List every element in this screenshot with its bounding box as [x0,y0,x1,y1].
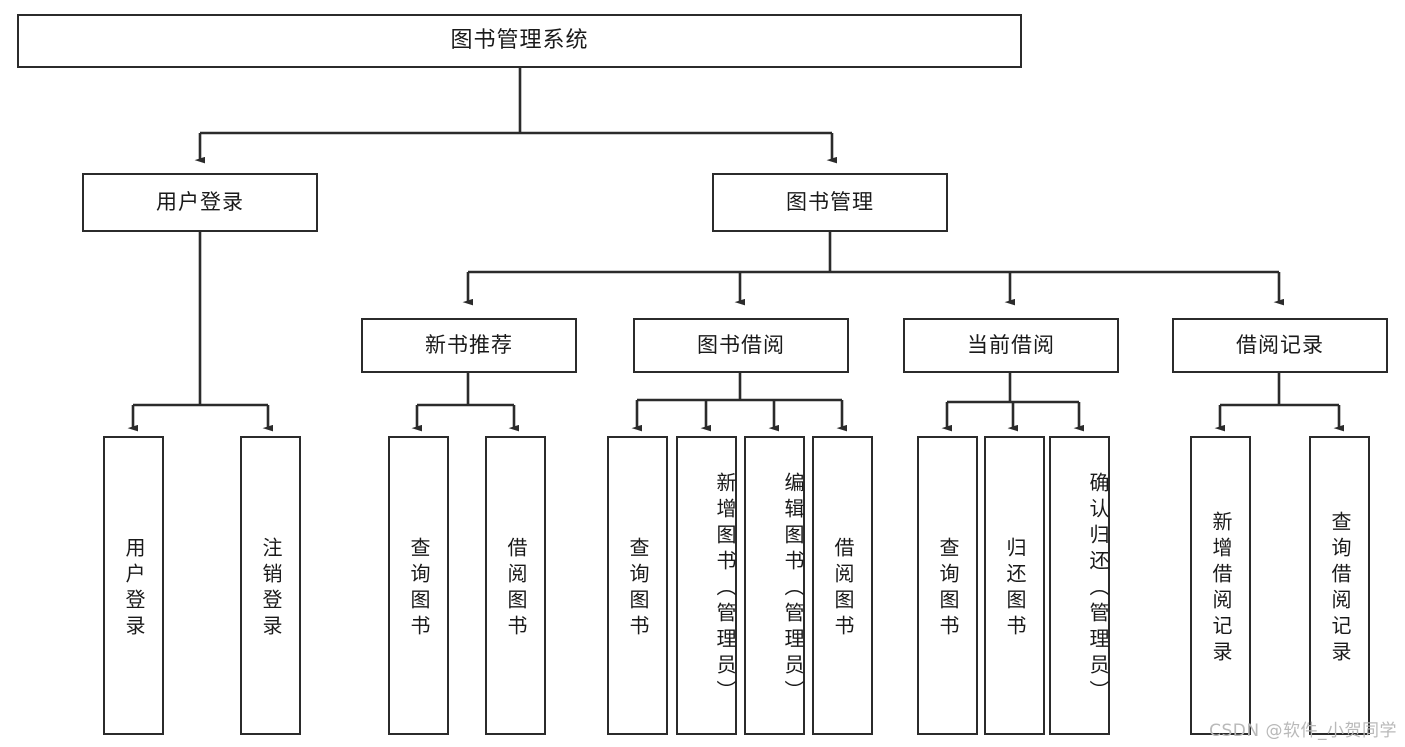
node-book-borrow-label: 图书借阅 [697,332,785,357]
node-root-label: 图书管理系统 [450,27,589,53]
leaf-user-login-logout-label: 注销登录 [259,536,283,641]
leaf-user-login-logout[interactable]: 注销登录 [240,436,301,735]
leaf-current-borrow-return[interactable]: 归还图书 [984,436,1045,735]
leaf-book-borrow-borrow-label: 借阅图书 [831,536,855,641]
leaf-current-borrow-query-label: 查询图书 [936,536,960,641]
node-current-borrow-label: 当前借阅 [967,332,1055,357]
leaf-user-login-login[interactable]: 用户登录 [103,436,164,735]
leaf-book-borrow-edit-label: 编辑图书（管理员） [781,471,805,706]
leaf-book-borrow-add[interactable]: 新增图书（管理员） [676,436,737,735]
leaf-book-borrow-edit[interactable]: 编辑图书（管理员） [744,436,805,735]
leaf-current-borrow-query[interactable]: 查询图书 [917,436,978,735]
node-user-login[interactable]: 用户登录 [82,173,318,232]
leaf-borrow-record-add-label: 新增借阅记录 [1209,510,1233,667]
leaf-borrow-record-query[interactable]: 查询借阅记录 [1309,436,1370,735]
node-new-book-recommend[interactable]: 新书推荐 [361,318,577,373]
node-borrow-record-label: 借阅记录 [1236,332,1324,357]
node-book-management[interactable]: 图书管理 [712,173,948,232]
leaf-borrow-record-add[interactable]: 新增借阅记录 [1190,436,1251,735]
node-book-management-label: 图书管理 [786,189,874,214]
leaf-book-borrow-query-label: 查询图书 [626,536,650,641]
leaf-borrow-record-query-label: 查询借阅记录 [1328,510,1352,667]
leaf-book-borrow-query[interactable]: 查询图书 [607,436,668,735]
leaf-user-login-login-label: 用户登录 [122,536,146,641]
node-current-borrow[interactable]: 当前借阅 [903,318,1119,373]
node-book-borrow[interactable]: 图书借阅 [633,318,849,373]
node-user-login-label: 用户登录 [156,189,244,214]
leaf-new-book-query[interactable]: 查询图书 [388,436,449,735]
leaf-new-book-query-label: 查询图书 [407,536,431,641]
leaf-book-borrow-add-label: 新增图书（管理员） [713,471,737,706]
leaf-new-book-borrow[interactable]: 借阅图书 [485,436,546,735]
watermark: CSDN @软件_小贺同学 [1209,721,1397,741]
leaf-new-book-borrow-label: 借阅图书 [504,536,528,641]
node-new-book-recommend-label: 新书推荐 [425,332,513,357]
node-borrow-record[interactable]: 借阅记录 [1172,318,1388,373]
leaf-book-borrow-borrow[interactable]: 借阅图书 [812,436,873,735]
node-root[interactable]: 图书管理系统 [17,14,1022,68]
leaf-current-borrow-confirm-label: 确认归还（管理员） [1086,471,1110,706]
leaf-current-borrow-confirm[interactable]: 确认归还（管理员） [1049,436,1110,735]
leaf-current-borrow-return-label: 归还图书 [1003,536,1027,641]
